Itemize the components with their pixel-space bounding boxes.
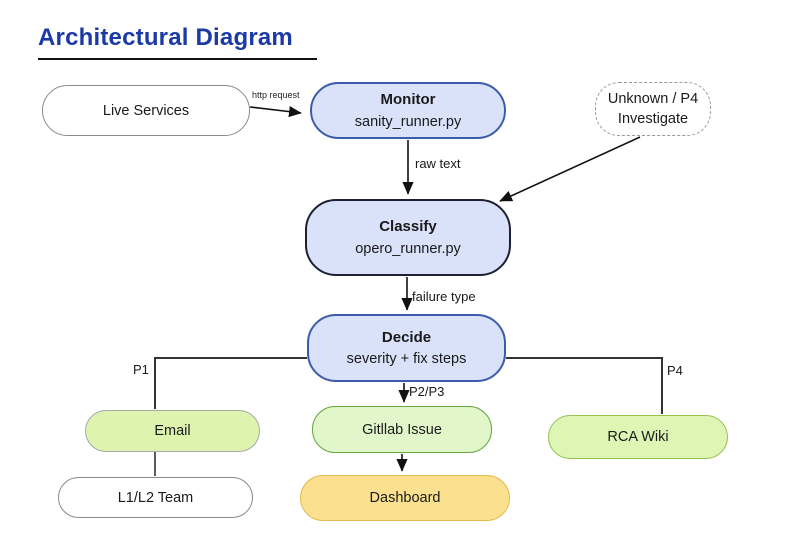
edge-unknown-to-classify — [499, 136, 641, 202]
node-gitlab-issue: Gitllab Issue — [312, 406, 492, 453]
edge-label-p1: P1 — [133, 362, 149, 377]
edge-decide-to-rca — [506, 357, 663, 414]
node-live-services-label: Live Services — [102, 102, 190, 119]
node-classify-subtitle: opero_runner.py — [355, 240, 461, 257]
edge-label-failure-type: failure type — [412, 289, 476, 304]
edge-label-p2p3: P2/P3 — [409, 384, 445, 399]
edge-label-p4: P4 — [667, 363, 683, 378]
node-live-services: Live Services — [42, 85, 250, 136]
node-unknown-line2: Investigate — [617, 111, 689, 127]
title-underline — [38, 58, 317, 60]
node-classify: Classify opero_runner.py — [305, 199, 511, 276]
node-gitlab-issue-label: Gitllab Issue — [362, 421, 442, 438]
node-decide-subtitle: severity + fix steps — [346, 351, 467, 368]
node-decide-title: Decide — [381, 328, 432, 346]
node-monitor-title: Monitor — [380, 91, 436, 109]
node-classify-title: Classify — [379, 218, 437, 236]
edge-decide-to-email — [154, 357, 307, 409]
node-decide: Decide severity + fix steps — [307, 314, 506, 382]
edge-label-http-request: http request — [252, 90, 300, 100]
node-dashboard-label: Dashboard — [369, 490, 441, 506]
node-unknown-p4-investigate: Unknown / P4 Investigate — [595, 82, 711, 136]
node-l1l2-team-label: L1/L2 Team — [117, 489, 194, 506]
node-email: Email — [85, 410, 260, 452]
node-rca-wiki-label: RCA Wiki — [607, 429, 669, 445]
page-title: Architectural Diagram — [38, 24, 293, 51]
node-monitor-subtitle: sanity_runner.py — [354, 113, 462, 130]
node-l1l2-team: L1/L2 Team — [58, 477, 253, 518]
node-monitor: Monitor sanity_runner.py — [310, 82, 506, 139]
node-dashboard: Dashboard — [300, 475, 510, 521]
node-unknown-line1: Unknown / P4 — [607, 90, 699, 107]
node-rca-wiki: RCA Wiki — [548, 415, 728, 459]
edge-label-raw-text: raw text — [415, 156, 461, 171]
node-email-label: Email — [154, 423, 191, 439]
edge-live-to-monitor — [249, 106, 302, 118]
